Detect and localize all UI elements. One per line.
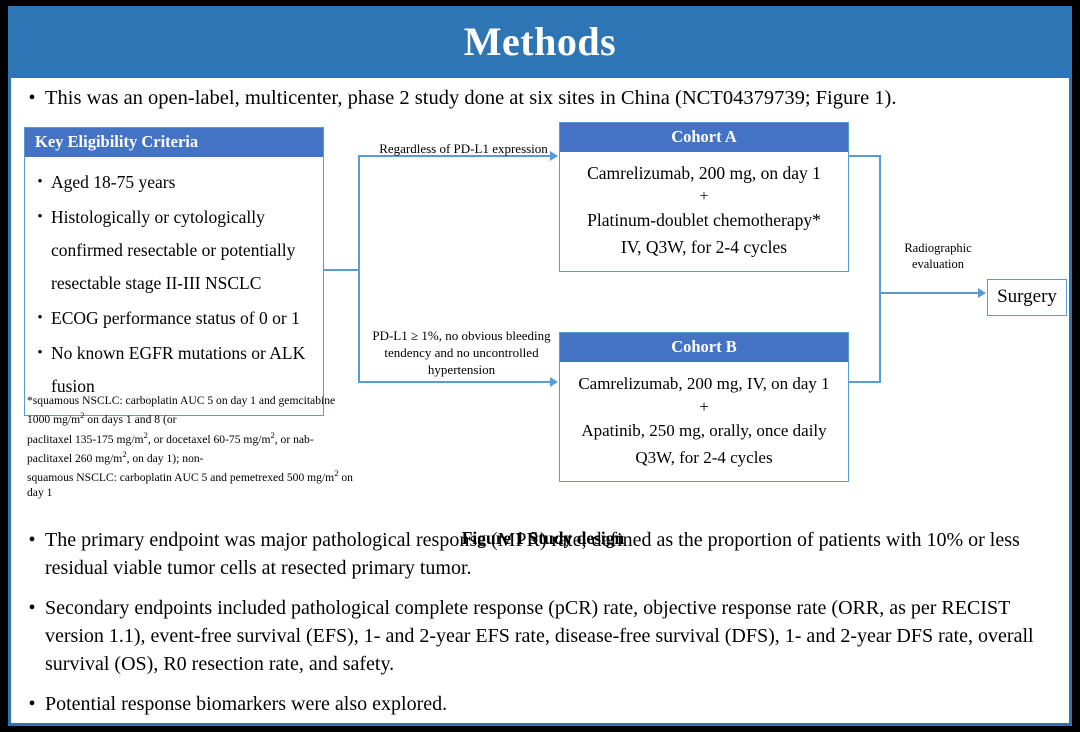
- slide-title-banner: Methods: [8, 6, 1072, 78]
- cohort-a-header: Cohort A: [560, 123, 848, 153]
- bullet-marker: •: [28, 87, 36, 109]
- footnote-line: paclitaxel 135-175 mg/m2, or docetaxel 6…: [27, 429, 314, 466]
- cohort-a-body: Camrelizumab, 200 mg, on day 1 + Platinu…: [560, 152, 848, 271]
- eligibility-panel-header: Key Eligibility Criteria: [25, 128, 323, 158]
- list-item: • Aged 18-75 years: [29, 166, 317, 199]
- cohort-a-line-1: Camrelizumab, 200 mg, on day 1: [587, 163, 821, 184]
- eligibility-panel-body: • Aged 18-75 years • Histologically or c…: [25, 157, 323, 415]
- connector-bracket-vertical: [879, 155, 881, 383]
- list-item: • ECOG performance status of 0 or 1: [29, 302, 317, 335]
- cohort-b-plus: +: [699, 397, 709, 417]
- list-item: • Potential response biomarkers were als…: [19, 690, 1067, 719]
- slide-inner: Methods • This was an open-label, multic…: [8, 6, 1072, 726]
- edge-label-pdl1-criteria: PD-L1 ≥ 1%, no obvious bleeding tendency…: [372, 328, 551, 377]
- slide-body: • This was an open-label, multicenter, p…: [11, 78, 1069, 723]
- bullet-marker: •: [37, 174, 43, 191]
- cohort-b-line-3: Q3W, for 2-4 cycles: [635, 448, 773, 468]
- biomarkers-text: Potential response biomarkers were also …: [45, 693, 448, 715]
- edge-label-pdl1-regardless: Regardless of PD-L1 expression: [379, 141, 548, 156]
- connector-to-surgery: [879, 292, 979, 294]
- surgery-panel: Surgery: [987, 279, 1067, 316]
- bullet-marker: •: [28, 529, 36, 551]
- intro-bullet: • This was an open-label, multicenter, p…: [19, 84, 1065, 113]
- arrow-head-surgery: [978, 288, 986, 298]
- cohort-a-plus: +: [699, 188, 709, 206]
- connector-to-cohort-a: [358, 155, 551, 157]
- cohort-b-line-1: Camrelizumab, 200 mg, IV, on day 1: [578, 374, 830, 394]
- cohort-b-panel: Cohort B Camrelizumab, 200 mg, IV, on da…: [559, 332, 849, 483]
- figure-caption: Figure 1 Study design: [461, 528, 625, 548]
- chemotherapy-footnote: *squamous NSCLC: carboplatin AUC 5 on da…: [27, 394, 357, 500]
- arrow-head-cohort-a: [550, 151, 558, 161]
- cohort-a-line-2: Platinum-doublet chemotherapy*: [587, 210, 821, 231]
- list-item: • Secondary endpoints included pathologi…: [19, 594, 1067, 678]
- bullet-marker: •: [28, 693, 36, 715]
- cohort-a-line-3: IV, Q3W, for 2-4 cycles: [620, 237, 788, 258]
- connector-stub-horizontal: [324, 269, 359, 271]
- eligibility-item-text: Aged 18-75 years: [51, 172, 176, 193]
- list-item: • The primary endpoint was major patholo…: [19, 526, 1067, 582]
- eligibility-criteria-panel: Key Eligibility Criteria • Aged 18-75 ye…: [24, 127, 324, 417]
- arrow-head-cohort-b: [550, 377, 558, 387]
- study-design-diagram: Key Eligibility Criteria • Aged 18-75 ye…: [11, 122, 1075, 548]
- intro-bullet-text: This was an open-label, multicenter, pha…: [45, 87, 897, 109]
- primary-endpoint-text: The primary endpoint was major pathologi…: [45, 529, 1020, 579]
- eligibility-item-text: No known EGFR mutations or ALK fusion: [51, 343, 306, 397]
- cohort-a-panel: Cohort A Camrelizumab, 200 mg, on day 1 …: [559, 122, 849, 273]
- endpoints-bullet-list: • The primary endpoint was major patholo…: [19, 526, 1067, 731]
- connector-trunk-vertical: [358, 155, 360, 383]
- bullet-marker: •: [28, 597, 36, 619]
- bullet-marker: •: [37, 310, 43, 327]
- bullet-marker: •: [37, 345, 43, 362]
- cohort-b-header: Cohort B: [560, 333, 848, 363]
- page-title: Methods: [463, 19, 617, 64]
- connector-from-cohort-b: [849, 381, 881, 383]
- footnote-line: squamous NSCLC: carboplatin AUC 5 and pe…: [27, 468, 353, 499]
- eligibility-item-text: Histologically or cytologically confirme…: [51, 207, 296, 294]
- cohort-b-line-2: Apatinib, 250 mg, orally, once daily: [581, 421, 827, 441]
- cohort-b-body: Camrelizumab, 200 mg, IV, on day 1 + Apa…: [560, 362, 848, 481]
- list-item: • No known EGFR mutations or ALK fusion: [29, 337, 317, 403]
- eligibility-item-text: ECOG performance status of 0 or 1: [51, 308, 300, 329]
- list-item: • Histologically or cytologically confir…: [29, 201, 317, 300]
- secondary-endpoints-text: Secondary endpoints included pathologica…: [45, 597, 1034, 675]
- bullet-marker: •: [37, 209, 43, 226]
- connector-to-cohort-b: [358, 381, 551, 383]
- edge-label-radiographic-evaluation: Radiographic evaluation: [904, 241, 972, 271]
- connector-from-cohort-a: [849, 155, 881, 157]
- footnote-line: *squamous NSCLC: carboplatin AUC 5 on da…: [27, 394, 336, 427]
